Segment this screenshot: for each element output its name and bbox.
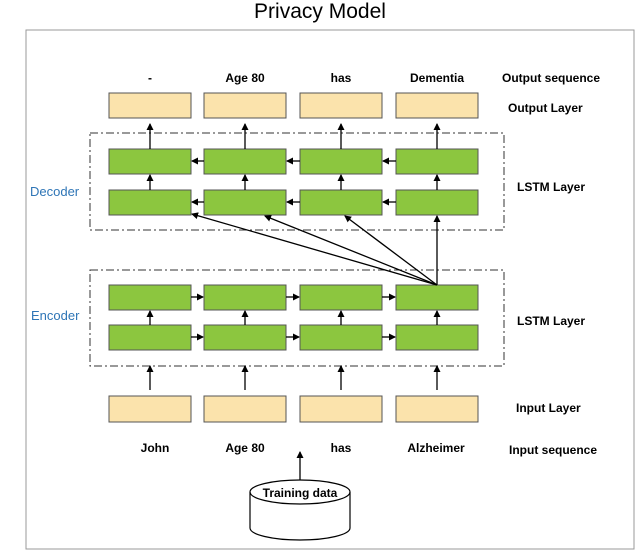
encoder-group-box: [89, 269, 505, 367]
output-layer-box: [395, 92, 479, 119]
output-layer-label: Output Layer: [508, 101, 583, 115]
encoder-lstm-cell: [395, 284, 479, 311]
decoder-lstm-cell: [203, 189, 287, 216]
attention-arrow: [264, 214, 438, 286]
output-token: Age 80: [225, 71, 265, 85]
encoder-label: Encoder: [31, 308, 80, 323]
decoder-lstm-cell: [299, 189, 383, 216]
input-layer-box: [395, 395, 479, 423]
output-sequence-label: Output sequence: [502, 71, 601, 85]
encoder-lstm-cell: [203, 324, 287, 351]
decoder-lstm-cell: [108, 189, 192, 216]
training-data-cylinder: [249, 479, 351, 541]
input-token: has: [330, 441, 352, 455]
encoder-lstm-cell: [108, 284, 192, 311]
outer-frame: [25, 29, 635, 550]
decoder-lstm-label: LSTM Layer: [517, 180, 586, 194]
input-token: John: [140, 441, 170, 455]
output-layer-box: [203, 92, 287, 119]
output-token: -: [148, 71, 152, 85]
output-layer-box: [108, 92, 192, 119]
input-sequence-label: Input sequence: [509, 443, 598, 457]
input-layer-box: [299, 395, 383, 423]
decoder-lstm-cell: [395, 148, 479, 175]
decoder-lstm-cell: [395, 189, 479, 216]
input-layer-label: Input Layer: [516, 401, 581, 415]
encoder-lstm-cell: [395, 324, 479, 351]
encoder-lstm-cell: [108, 324, 192, 351]
input-token: Age 80: [225, 441, 265, 455]
training-data-label: Training data: [262, 486, 338, 500]
encoder-lstm-cell: [203, 284, 287, 311]
input-token: Alzheimer: [407, 441, 465, 455]
output-token: Dementia: [409, 71, 465, 85]
input-layer-box: [108, 395, 192, 423]
training-data-container: Training data: [250, 486, 350, 500]
attention-arrow: [191, 212, 438, 286]
output-token: has: [330, 71, 352, 85]
input-layer-box: [203, 395, 287, 423]
encoder-lstm-cell: [299, 324, 383, 351]
decoder-lstm-cell: [203, 148, 287, 175]
decoder-lstm-cell: [299, 148, 383, 175]
decoder-label: Decoder: [30, 184, 80, 199]
attention-arrow: [344, 215, 438, 286]
encoder-lstm-cell: [299, 284, 383, 311]
encoder-lstm-label: LSTM Layer: [517, 314, 586, 328]
decoder-lstm-cell: [108, 148, 192, 175]
output-layer-box: [299, 92, 383, 119]
page-title: Privacy Model: [254, 0, 386, 23]
